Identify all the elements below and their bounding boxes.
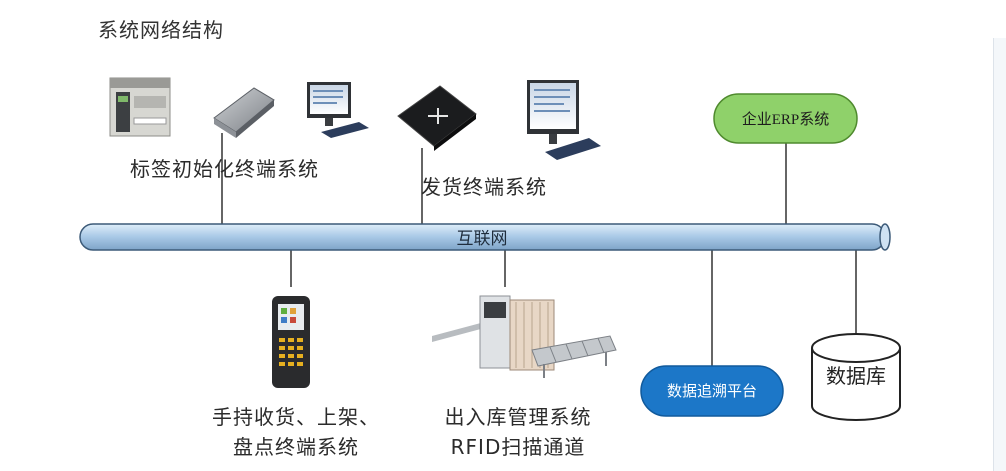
database-icon: 数据库	[811, 333, 901, 421]
desktop-computer-icon	[527, 80, 601, 160]
handheld-terminal-label-line-2: 盘点终端系统	[233, 435, 359, 459]
data-trace-platform-label: 数据追溯平台	[667, 382, 757, 400]
desktop-computer-icon	[307, 82, 369, 138]
handheld-terminal-label: 手持收货、上架、 盘点终端系统	[196, 402, 396, 462]
warehouse-system-label-line-1: 出入库管理系统	[444, 405, 592, 429]
internet-bus-label: 互联网	[457, 229, 508, 248]
shipping-terminal-label: 发货终端系统	[421, 175, 547, 199]
warehouse-system-label-line-2: RFID扫描通道	[450, 435, 586, 459]
database-label: 数据库	[826, 365, 886, 388]
warehouse-system-label: 出入库管理系统 RFID扫描通道	[418, 402, 618, 462]
connector-lines	[221, 133, 857, 366]
internet-bus	[79, 223, 891, 251]
erp-system-node: 企业ERP系统	[713, 93, 858, 144]
label-printer-icon	[109, 77, 171, 137]
diagram-title: 系统网络结构	[98, 18, 224, 42]
rfid-scan-channel-icon	[432, 295, 617, 378]
rfid-reader-box-icon	[213, 87, 275, 138]
rfid-reader-pad-icon	[397, 85, 477, 151]
handheld-terminal-label-line-1: 手持收货、上架、	[212, 405, 380, 429]
erp-system-label: 企业ERP系统	[742, 110, 830, 128]
data-trace-platform-node: 数据追溯平台	[640, 365, 784, 417]
label-init-terminal-label: 标签初始化终端系统	[130, 157, 319, 181]
page-edge-strip	[993, 38, 1006, 471]
handheld-terminal-icon	[272, 296, 310, 388]
